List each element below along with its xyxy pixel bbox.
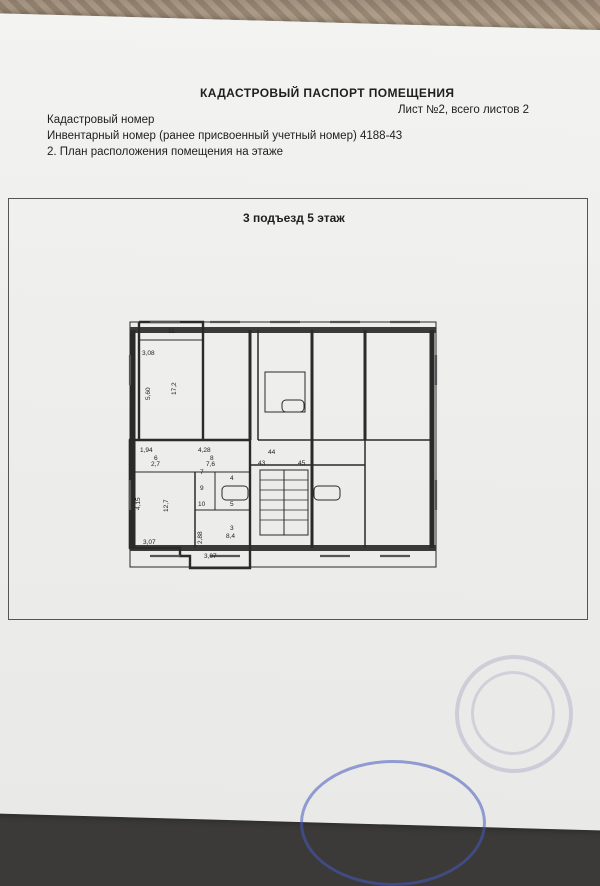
watermark-seal — [455, 655, 573, 773]
label-dim-308: 3,08 — [142, 350, 155, 357]
sheet-number: Лист №2, всего листов 2 — [398, 104, 530, 116]
inventory-number-label: Инвентарный номер (ранее присвоенный уче… — [47, 130, 403, 142]
label-area-84: 8,4 — [226, 533, 235, 540]
label-area-127: 12,7 — [163, 499, 170, 512]
document-title: КАДАСТРОВЫЙ ПАСПОРТ ПОМЕЩЕНИЯ — [200, 86, 455, 100]
label-dim-288: 2,88 — [197, 531, 204, 544]
plan-heading: 3 подъезд 5 этаж — [243, 211, 345, 225]
cadastral-number-label: Кадастровый номер — [47, 114, 155, 126]
plan-frame — [8, 198, 588, 620]
label-dim-428: 4,28 — [198, 447, 211, 454]
label-area-27: 2,7 — [151, 461, 160, 468]
label-8: 8 — [210, 455, 214, 462]
floor-plan-drawing: 11 3,08 5,60 17,2 1,94 4,28 6 2,7 8 7,6 … — [128, 320, 438, 570]
label-6: 6 — [154, 455, 158, 462]
official-stamp — [300, 760, 486, 886]
label-45: 45 — [298, 460, 306, 467]
label-dim-560: 5,60 — [145, 387, 152, 400]
label-dim-307-left: 3,07 — [143, 539, 156, 546]
label-3: 3 — [230, 525, 234, 532]
label-dim-415: 4,15 — [135, 497, 142, 510]
label-9: 9 — [200, 485, 204, 492]
label-5: 5 — [230, 501, 234, 508]
label-dim-194: 1,94 — [140, 447, 153, 454]
label-area-172: 17,2 — [171, 382, 178, 395]
label-dim-307-bottom: 3,07 — [204, 553, 217, 560]
label-4: 4 — [230, 475, 234, 482]
label-44: 44 — [268, 449, 276, 456]
label-11: 11 — [168, 328, 175, 335]
label-10: 10 — [198, 501, 206, 508]
section-heading: 2. План расположения помещения на этаже — [47, 146, 284, 158]
label-7: 7 — [200, 469, 204, 476]
label-area-76: 7,6 — [206, 461, 215, 468]
label-43: 43 — [258, 460, 266, 467]
